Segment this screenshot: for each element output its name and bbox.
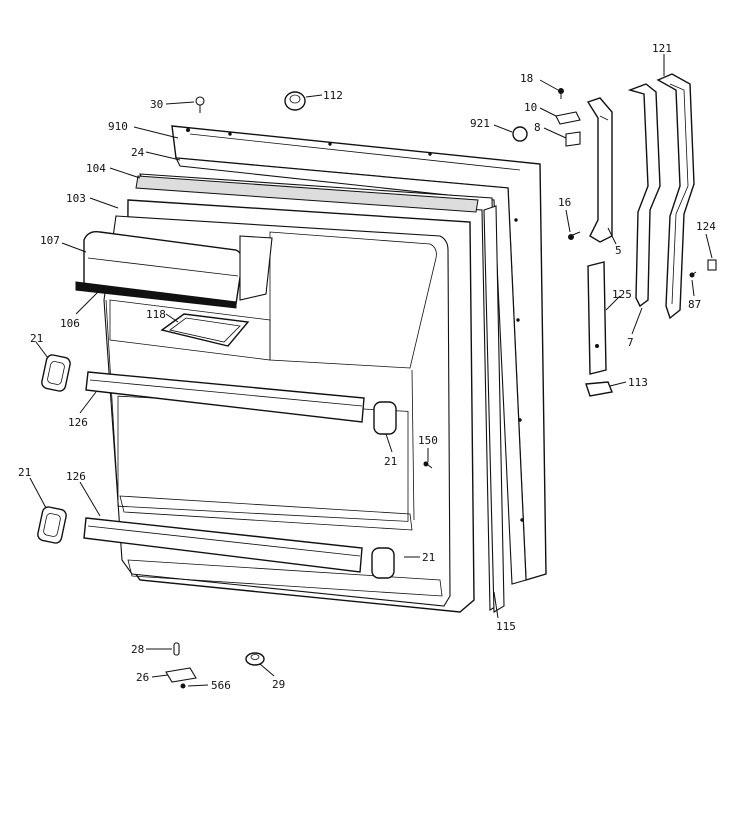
- screw-87: [689, 271, 697, 278]
- label-921: 921: [470, 117, 490, 130]
- end-cap-left-lower: [37, 506, 67, 544]
- screw-18: [558, 88, 564, 99]
- screw-566: [180, 683, 186, 689]
- handle-7: [627, 83, 661, 308]
- label-112: 112: [323, 89, 343, 102]
- label-113: 113: [628, 376, 648, 389]
- bushing-8: [565, 131, 581, 147]
- label-118: 118: [146, 308, 166, 321]
- label-21-lower-left: 21: [18, 466, 31, 479]
- end-cap-left-upper: [41, 354, 71, 392]
- shelf-bar-upper: [85, 371, 365, 423]
- label-10: 10: [524, 101, 537, 114]
- shelf-bar-lower: [83, 517, 363, 573]
- label-150: 150: [418, 434, 438, 447]
- label-28: 28: [131, 643, 144, 656]
- leader-lines: [29, 54, 713, 687]
- label-566: 566: [211, 679, 231, 692]
- handle-121: [656, 73, 695, 320]
- label-7: 7: [627, 336, 634, 349]
- label-107: 107: [40, 234, 60, 247]
- label-18: 18: [520, 72, 533, 85]
- end-cap-right-lower: [371, 547, 395, 579]
- label-26: 26: [136, 671, 149, 684]
- plug-921: [512, 126, 528, 142]
- screw-30: [195, 96, 205, 113]
- label-115: 115: [496, 620, 516, 633]
- end-cap-right-upper: [373, 401, 397, 435]
- outer-door-panel: [171, 125, 547, 585]
- label-126-lower: 126: [66, 470, 86, 483]
- label-125: 125: [612, 288, 632, 301]
- label-24: 24: [131, 146, 145, 159]
- label-87: 87: [688, 298, 701, 311]
- label-121: 121: [652, 42, 672, 55]
- label-910: 910: [108, 120, 128, 133]
- plug-112: [284, 91, 306, 111]
- plate-26: [165, 667, 197, 683]
- label-30: 30: [150, 98, 163, 111]
- dairy-compartment: [75, 230, 273, 309]
- tray: [160, 313, 250, 347]
- cap-113: [585, 381, 613, 397]
- label-8: 8: [534, 121, 541, 134]
- label-5: 5: [615, 244, 622, 257]
- screw-150: [423, 461, 433, 469]
- label-124: 124: [696, 220, 716, 233]
- label-21-upper-right: 21: [384, 455, 397, 468]
- clip-124: [707, 259, 717, 271]
- hinge-bracket-5: [586, 97, 613, 243]
- label-16: 16: [558, 196, 571, 209]
- breaker-strip: [135, 175, 479, 213]
- pin-28: [173, 642, 180, 656]
- foot-29: [245, 652, 265, 666]
- label-29: 29: [272, 678, 285, 691]
- label-21-upper-left: 21: [30, 332, 43, 345]
- label-103: 103: [66, 192, 86, 205]
- label-21-lower-right: 21: [422, 551, 435, 564]
- screw-16: [568, 231, 581, 240]
- label-104: 104: [86, 162, 106, 175]
- trim-125: [587, 261, 607, 375]
- label-126-upper: 126: [68, 416, 88, 429]
- bracket-10: [555, 111, 581, 125]
- label-106: 106: [60, 317, 80, 330]
